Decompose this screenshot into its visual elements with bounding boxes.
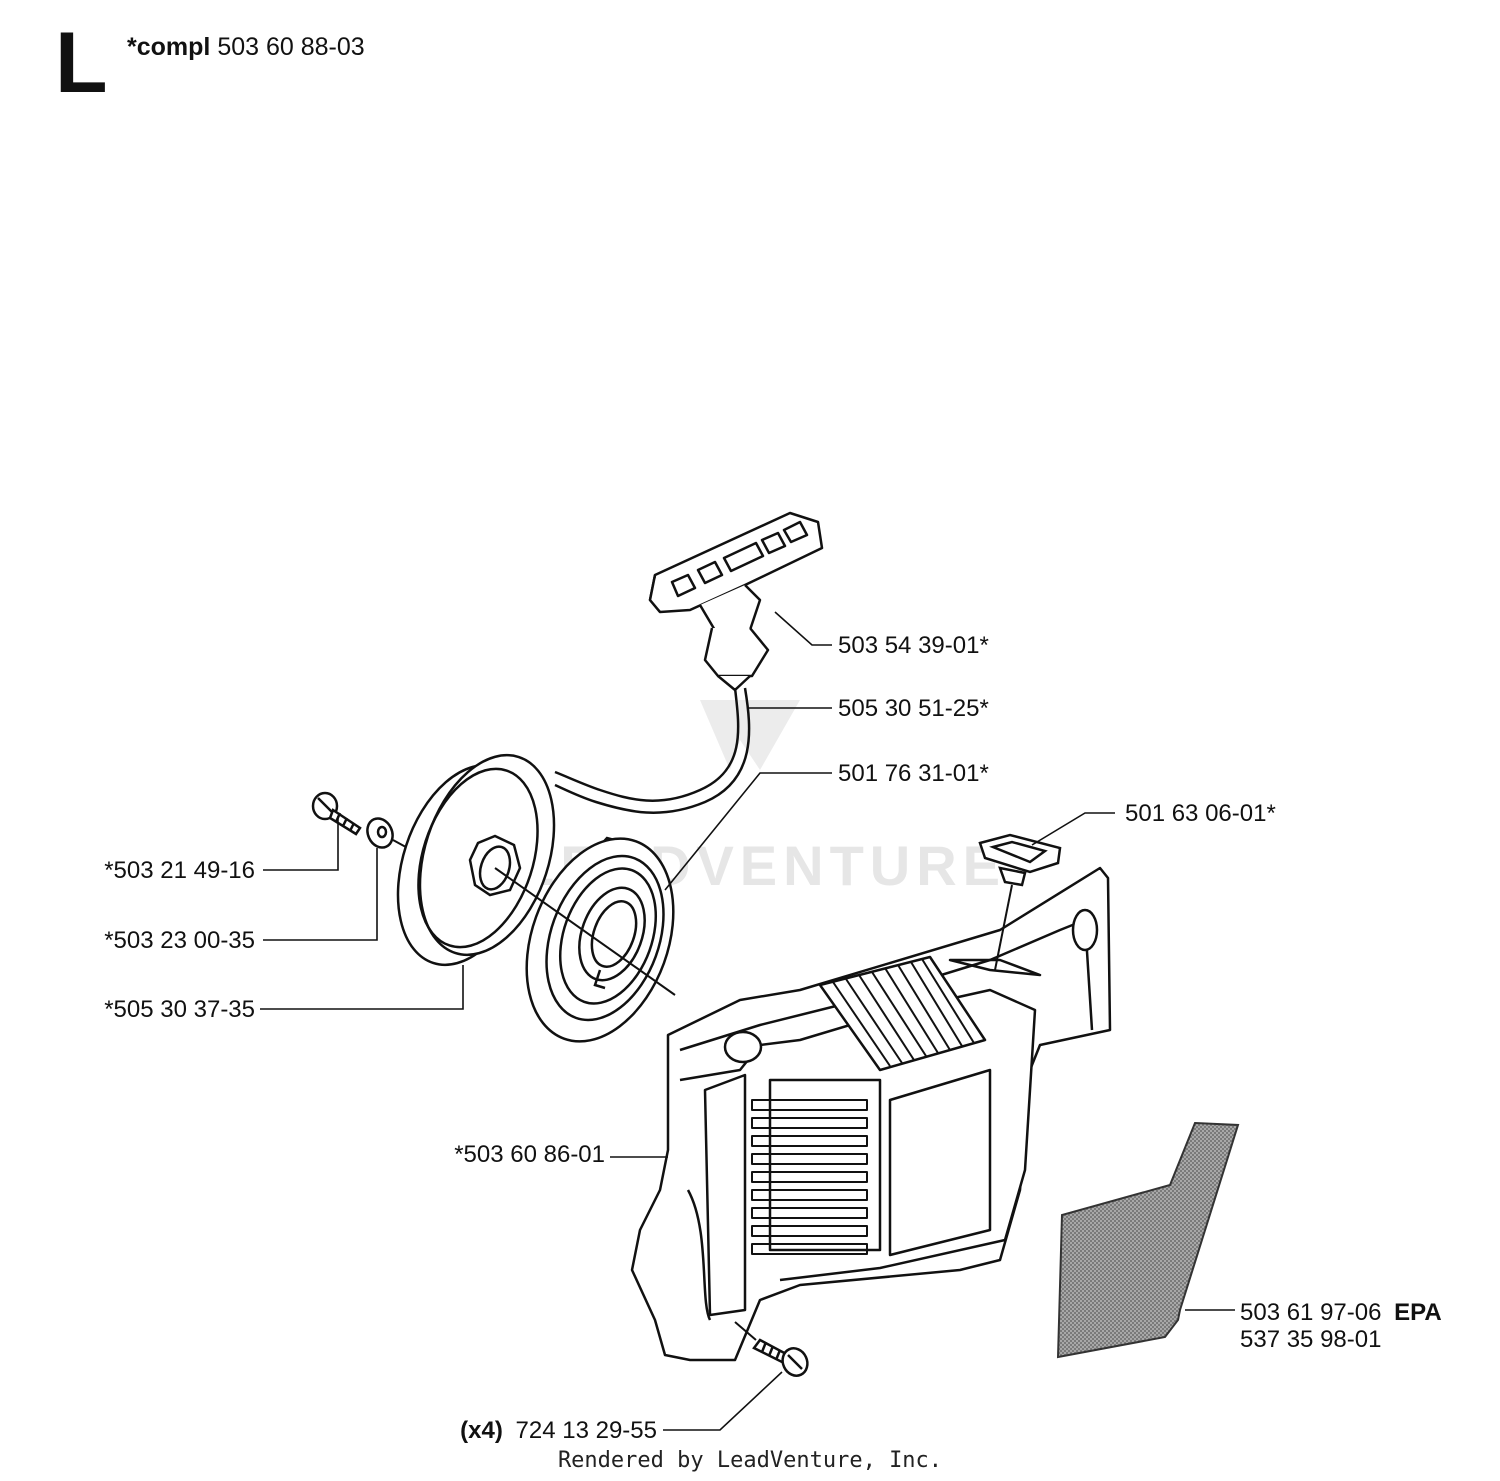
label-spring: 501 76 31-01* xyxy=(838,760,989,787)
screws-qty: (x4) xyxy=(460,1417,503,1444)
footer-credit: Rendered by LeadVenture, Inc. xyxy=(557,1448,943,1473)
label-cover-screws: (x4) 724 13 29-55 xyxy=(460,1417,657,1444)
screw-axis xyxy=(734,1321,757,1341)
decal-number: 503 61 97-06 xyxy=(1240,1299,1381,1326)
complete-assembly-label: *compl 503 60 88-03 xyxy=(127,33,365,61)
label-grommet: 501 63 06-01* xyxy=(1125,800,1276,827)
starter-rope xyxy=(554,687,751,814)
compl-prefix: *compl xyxy=(127,33,211,61)
label-rope: 505 30 51-25* xyxy=(838,695,989,722)
label-decal: 503 61 97-06 EPA xyxy=(1240,1299,1442,1326)
spring-axis xyxy=(494,867,676,996)
label-cover: *503 60 86-01 xyxy=(454,1141,605,1168)
label-handle: 503 54 39-01* xyxy=(838,632,989,659)
section-letter: L xyxy=(55,15,108,111)
cover-screw[interactable] xyxy=(752,1338,812,1380)
rope-grommet[interactable] xyxy=(978,833,1062,887)
label-decal-alt: 537 35 98-01 xyxy=(1240,1326,1381,1353)
label-washer: *503 23 00-35 xyxy=(104,927,255,954)
label-pulley: *505 30 37-35 xyxy=(104,996,255,1023)
rope-pulley[interactable] xyxy=(374,738,578,982)
grommet-axis xyxy=(994,884,1013,971)
label-small-screw: *503 21 49-16 xyxy=(104,857,255,884)
decal-epa: EPA xyxy=(1394,1299,1442,1326)
compl-part-number: 503 60 88-03 xyxy=(217,33,365,61)
washer[interactable] xyxy=(363,814,397,851)
small-screw[interactable] xyxy=(311,791,362,836)
recoil-spring[interactable] xyxy=(500,818,700,1062)
epa-decal[interactable] xyxy=(1056,1121,1240,1359)
starter-handle[interactable] xyxy=(648,511,824,692)
screws-number: 724 13 29-55 xyxy=(516,1417,657,1444)
leader-lines xyxy=(260,611,1235,1431)
starter-cover[interactable] xyxy=(630,866,1112,1362)
